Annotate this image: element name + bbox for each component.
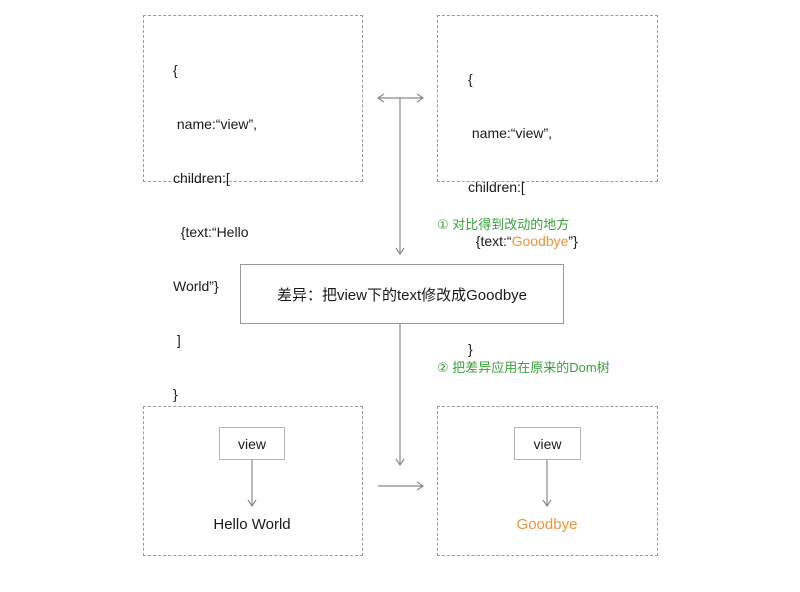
new-vdom-box: { name:“view”, children:[ {text:“Goodbye… <box>437 15 658 357</box>
old-dom-edge-head <box>247 499 257 508</box>
down-arrow-to-diff-head <box>395 247 405 256</box>
old-dom-box <box>143 406 363 556</box>
new-vdom-line: } <box>468 341 473 357</box>
diff-box: 差异：把view下的text修改成Goodbye <box>240 264 564 324</box>
down-arrow-to-dom-head <box>395 458 405 467</box>
apply-arrow-head <box>416 481 425 491</box>
new-vdom-line: {text:“Goodbye”} <box>468 232 578 250</box>
old-vdom-line: ] <box>173 332 181 348</box>
new-dom-box <box>437 406 658 556</box>
new-vdom-line: name:“view”, <box>468 125 553 141</box>
new-vdom-code: { name:“view”, children:[ {text:“Goodbye… <box>468 34 578 394</box>
old-vdom-box: { name:“view”, children:[ {text:“Hello W… <box>143 15 363 402</box>
old-vdom-line: World”} <box>173 278 219 294</box>
compare-arrow-right-head <box>416 93 425 103</box>
new-vdom-line: children:[ <box>468 179 525 195</box>
new-vdom-line: { <box>468 71 473 87</box>
new-dom-edge-head <box>542 499 552 508</box>
old-dom-text-node: Hello World <box>213 516 291 533</box>
old-vdom-line: } <box>173 386 178 402</box>
step1-label: ① 对比得到改动的地方 <box>437 217 570 232</box>
old-vdom-line: children:[ <box>173 170 230 186</box>
new-dom-text-node: Goodbye <box>516 516 578 533</box>
new-vdom-text-highlight: Goodbye <box>511 233 569 249</box>
old-dom-view-node: view <box>219 427 285 460</box>
new-dom-view-node: view <box>514 427 581 460</box>
new-vdom-text-prefix: {text:“ <box>468 233 512 249</box>
old-vdom-line: { <box>173 62 178 78</box>
old-vdom-line: {text:“Hello <box>173 224 249 240</box>
compare-arrow-left-head <box>376 93 385 103</box>
step2-label: ② 把差异应用在原来的Dom树 <box>437 360 610 375</box>
old-vdom-code: { name:“view”, children:[ {text:“Hello W… <box>173 25 257 439</box>
old-vdom-line: name:“view”, <box>173 116 258 132</box>
new-vdom-text-suffix: ”} <box>568 233 578 249</box>
